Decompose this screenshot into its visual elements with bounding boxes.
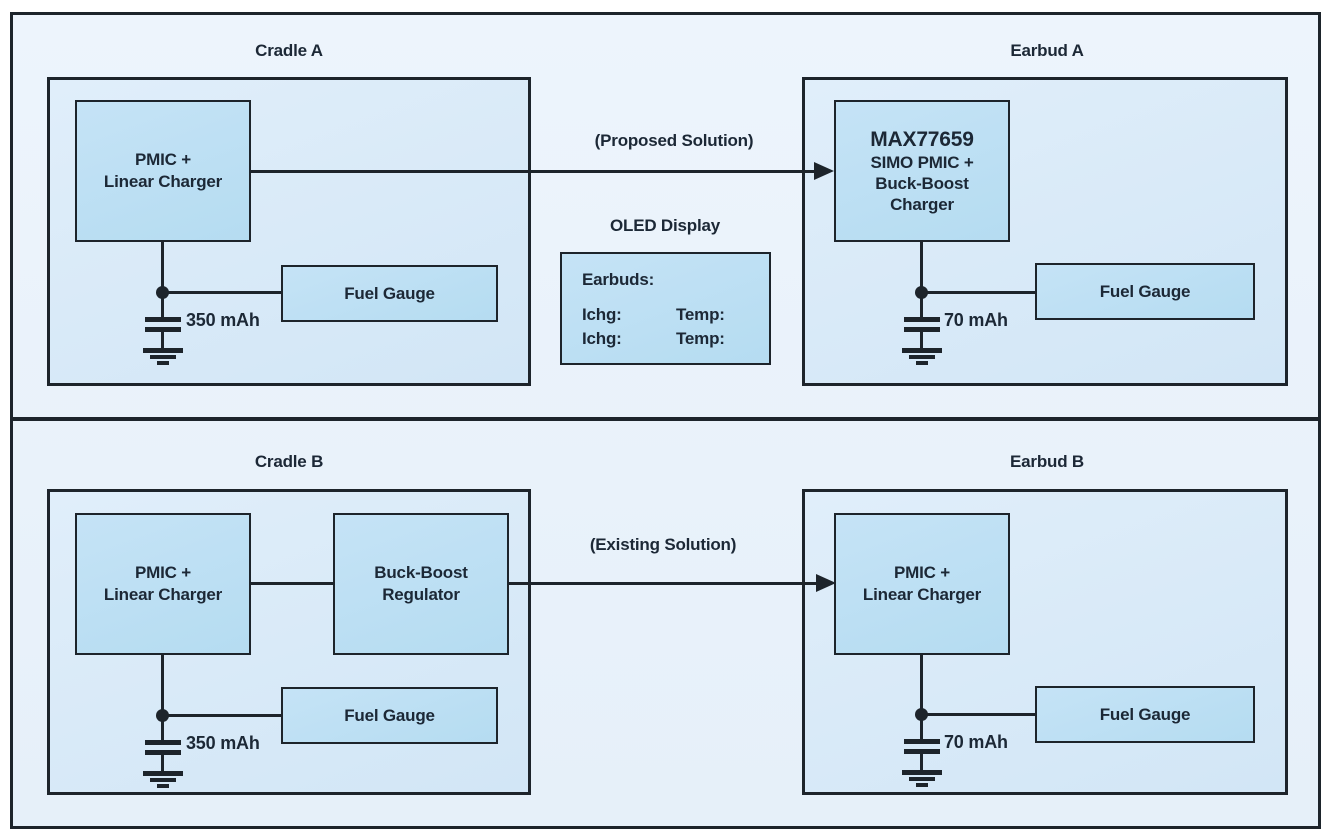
pmic-label-line1: PMIC + bbox=[135, 563, 191, 582]
battery-plate bbox=[904, 739, 940, 744]
oled-ichg-1: Ichg: bbox=[582, 305, 622, 324]
junction-dot bbox=[156, 709, 169, 722]
buck-boost-label-line2: Regulator bbox=[382, 585, 460, 604]
arrowhead-right-icon bbox=[816, 574, 836, 592]
cradle-b-buck-boost-block: Buck-Boost Regulator bbox=[333, 513, 509, 655]
pmic-label-line1: PMIC + bbox=[135, 150, 191, 169]
battery-wire bbox=[161, 293, 164, 319]
cradle-a-fuel-gauge-block: Fuel Gauge bbox=[281, 265, 498, 322]
oled-display-title: OLED Display bbox=[609, 216, 721, 235]
pmic-label-line2: Linear Charger bbox=[862, 585, 982, 604]
oled-earbuds-label: Earbuds: bbox=[582, 270, 655, 289]
earbud-b-battery-label: 70 mAh bbox=[944, 732, 1008, 752]
cradle-b-title: Cradle B bbox=[254, 452, 324, 471]
junction-dot bbox=[156, 286, 169, 299]
ground-symbol bbox=[902, 348, 942, 353]
cradle-b-pmic-block: PMIC + Linear Charger bbox=[75, 513, 251, 655]
pmic-label-line2: Linear Charger bbox=[103, 585, 223, 604]
battery-plate bbox=[904, 317, 940, 322]
fuel-gauge-label: Fuel Gauge bbox=[1099, 704, 1191, 724]
earbud-a-battery-label: 70 mAh bbox=[944, 310, 1008, 330]
buck-boost-label: Buck-Boost bbox=[875, 174, 969, 193]
simo-pmic-label: SIMO PMIC + bbox=[870, 153, 974, 172]
junction-dot bbox=[915, 286, 928, 299]
battery-plate bbox=[145, 740, 181, 745]
junction-dot bbox=[915, 708, 928, 721]
earbud-a-max77659-block: MAX77659 SIMO PMIC + Buck-Boost Charger bbox=[834, 100, 1010, 242]
earbud-b-title: Earbud B bbox=[1010, 452, 1084, 471]
battery-wire bbox=[920, 655, 923, 716]
cradle-a-pmic-block: PMIC + Linear Charger bbox=[75, 100, 251, 242]
ground-symbol bbox=[909, 355, 935, 359]
panel-divider bbox=[13, 417, 1318, 421]
earbud-a-title: Earbud A bbox=[1010, 41, 1084, 60]
ground-symbol bbox=[916, 361, 928, 365]
connector-wire bbox=[251, 582, 333, 585]
ground-symbol bbox=[150, 778, 176, 782]
oled-display-box bbox=[560, 252, 771, 365]
earbud-a-fuel-gauge-block: Fuel Gauge bbox=[1035, 263, 1255, 320]
battery-plate bbox=[145, 317, 181, 322]
pmic-label-line2: Linear Charger bbox=[103, 172, 223, 191]
cradle-b-fuel-gauge-block: Fuel Gauge bbox=[281, 687, 498, 744]
ground-symbol bbox=[909, 777, 935, 781]
fuel-gauge-wire bbox=[163, 291, 281, 294]
fuel-gauge-wire bbox=[163, 714, 281, 717]
connector-wire bbox=[509, 582, 816, 585]
battery-plate bbox=[904, 327, 940, 332]
battery-wire bbox=[161, 655, 164, 717]
battery-wire bbox=[920, 242, 923, 295]
earbud-b-fuel-gauge-block: Fuel Gauge bbox=[1035, 686, 1255, 743]
oled-temp-1: Temp: bbox=[676, 305, 725, 324]
proposed-solution-label: (Proposed Solution) bbox=[594, 131, 754, 150]
pmic-label-line1: PMIC + bbox=[894, 563, 950, 582]
ground-symbol bbox=[143, 771, 183, 776]
ground-symbol bbox=[916, 783, 928, 787]
battery-wire bbox=[920, 332, 923, 349]
cradle-a-title: Cradle A bbox=[255, 41, 323, 60]
connector-wire bbox=[251, 170, 816, 173]
battery-plate bbox=[145, 327, 181, 332]
buck-boost-label-line1: Buck-Boost bbox=[374, 563, 468, 582]
fuel-gauge-wire bbox=[922, 713, 1035, 716]
max77659-label: MAX77659 bbox=[870, 128, 974, 151]
battery-wire bbox=[161, 242, 164, 295]
fuel-gauge-wire bbox=[922, 291, 1035, 294]
ground-symbol bbox=[157, 361, 169, 365]
oled-temp-2: Temp: bbox=[676, 329, 725, 348]
ground-symbol bbox=[157, 784, 169, 788]
existing-solution-label: (Existing Solution) bbox=[589, 535, 737, 554]
fuel-gauge-label: Fuel Gauge bbox=[1099, 281, 1191, 301]
battery-plate bbox=[904, 749, 940, 754]
charger-label: Charger bbox=[890, 195, 954, 214]
oled-ichg-2: Ichg: bbox=[582, 329, 622, 348]
ground-symbol bbox=[150, 355, 176, 359]
battery-plate bbox=[145, 750, 181, 755]
earbud-b-pmic-block: PMIC + Linear Charger bbox=[834, 513, 1010, 655]
cradle-b-battery-label: 350 mAh bbox=[186, 733, 260, 753]
ground-symbol bbox=[902, 770, 942, 775]
fuel-gauge-label: Fuel Gauge bbox=[344, 705, 435, 725]
battery-wire bbox=[920, 715, 923, 740]
fuel-gauge-label: Fuel Gauge bbox=[344, 283, 435, 303]
battery-wire bbox=[920, 293, 923, 319]
battery-wire bbox=[161, 332, 164, 349]
battery-wire bbox=[161, 716, 164, 741]
arrowhead-right-icon bbox=[814, 162, 834, 180]
battery-wire bbox=[920, 754, 923, 770]
ground-symbol bbox=[143, 348, 183, 353]
cradle-a-battery-label: 350 mAh bbox=[186, 310, 260, 330]
battery-wire bbox=[161, 755, 164, 771]
